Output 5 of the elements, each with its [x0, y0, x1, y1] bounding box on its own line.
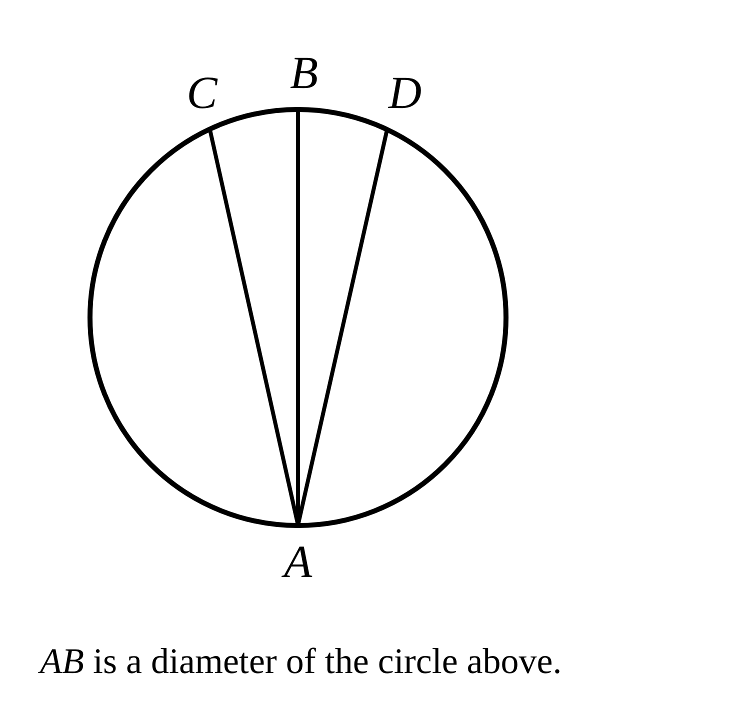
point-label: D	[388, 70, 422, 116]
caption: AB is a diameter of the circle above.	[40, 640, 563, 682]
point-label: B	[290, 50, 318, 96]
point-label: A	[284, 539, 312, 585]
point-label: C	[186, 70, 218, 116]
